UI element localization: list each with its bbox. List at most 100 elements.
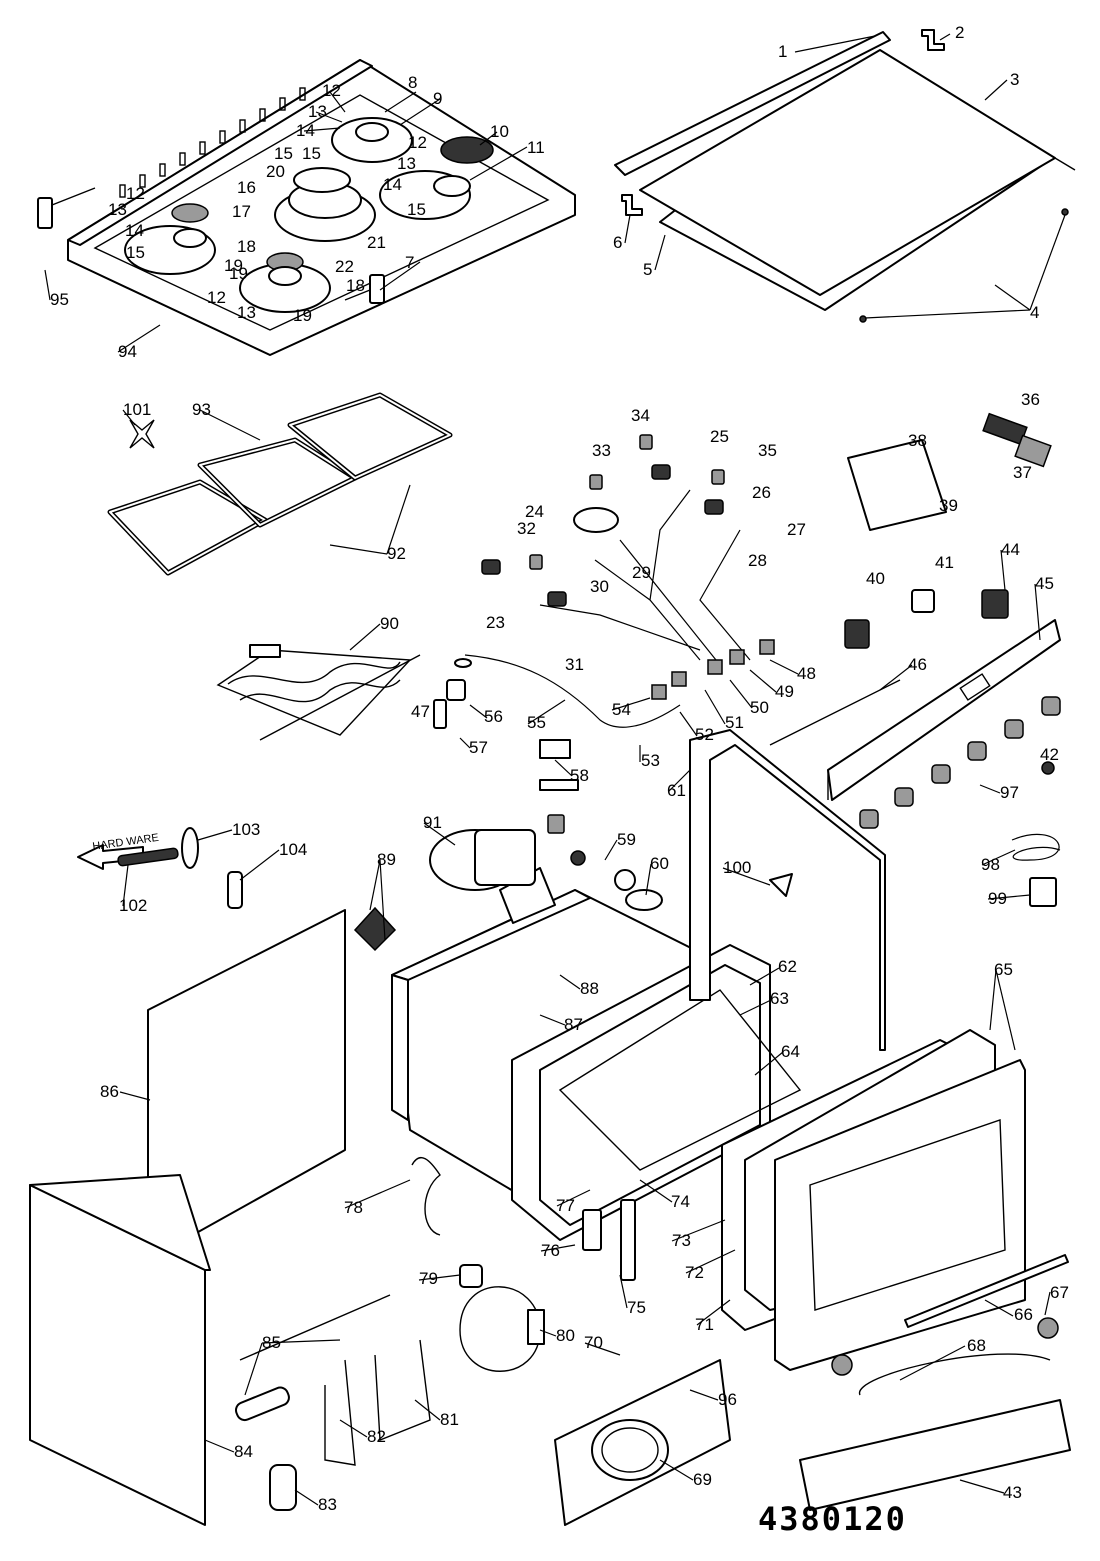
part-number-55: 55 (527, 713, 546, 732)
part-number-88: 88 (580, 979, 599, 998)
leader-line (995, 969, 1016, 1051)
leader-line (122, 864, 129, 907)
leader-line (696, 1299, 731, 1326)
leader-line (459, 737, 471, 749)
part-number-51: 51 (725, 713, 744, 732)
leader-line (984, 1299, 1014, 1317)
leader-line (939, 33, 951, 41)
leader-line (414, 1399, 441, 1421)
leader-line (668, 769, 691, 792)
part-number-52: 52 (695, 725, 714, 744)
leader-line (879, 664, 913, 691)
leader-line (645, 863, 652, 896)
part-number-100: 100 (723, 858, 751, 877)
part-number-86: 86 (100, 1082, 119, 1101)
misc-parts (411, 434, 793, 1345)
part-number-64: 64 (781, 1042, 800, 1061)
leader-line (539, 1329, 557, 1337)
leader-line (611, 697, 651, 711)
leader-line (469, 146, 528, 181)
part-number-2: 2 (955, 23, 964, 42)
leader-line (197, 829, 233, 841)
part-number-8: 8 (408, 73, 417, 92)
leader-line (984, 79, 1008, 101)
part-number-65: 65 (994, 960, 1013, 979)
part-number-46: 46 (908, 655, 927, 674)
leader-line (619, 1274, 628, 1309)
part-number-labels: 1 2 3 4 5 6 7 8 9 10 11 12 13 14 15 16 1… (50, 23, 1069, 1514)
part-number-103: 103 (232, 820, 260, 839)
part-number-48: 48 (797, 664, 816, 683)
part-number-76: 76 (541, 1241, 560, 1260)
part-number-101: 101 (123, 400, 151, 419)
part-number-56: 56 (484, 707, 503, 726)
leader-line (329, 544, 388, 555)
leader-line (199, 409, 261, 441)
leader-line (722, 867, 771, 886)
drawing-number: 4380120 (758, 1500, 907, 1538)
leader-line (117, 324, 161, 353)
leader-line (303, 127, 341, 132)
grill-element (216, 644, 421, 741)
part-number-50: 50 (750, 698, 769, 717)
leader-line (981, 849, 1016, 866)
leader-line (994, 284, 1031, 311)
part-number-13-d: 13 (237, 303, 256, 322)
part-number-5: 5 (643, 260, 652, 279)
leader-line (685, 1249, 736, 1274)
part-number-66: 66 (1014, 1305, 1033, 1324)
part-number-15: 15 (302, 144, 321, 163)
leader-line (379, 859, 386, 941)
leader-line (244, 1342, 263, 1396)
leader-line (399, 98, 441, 126)
leader-line (349, 623, 381, 651)
part-number-38: 38 (908, 431, 927, 450)
part-number-43: 43 (1003, 1483, 1022, 1502)
part-number-83: 83 (318, 1495, 337, 1514)
part-number-1: 1 (778, 42, 787, 61)
part-number-12-b: 12 (408, 133, 427, 152)
leader-line (749, 669, 777, 693)
part-number-31: 31 (565, 655, 584, 674)
leader-line (527, 699, 566, 725)
part-number-96: 96 (718, 1390, 737, 1409)
part-number-45: 45 (1035, 574, 1054, 593)
leader-line (987, 894, 1031, 900)
leader-line (1034, 583, 1041, 641)
part-number-14: 14 (296, 121, 315, 140)
leader-line (540, 1244, 576, 1252)
part-number-77: 77 (556, 1196, 575, 1215)
leader-line (386, 484, 411, 555)
leader-line (979, 784, 1001, 794)
oven-cavity (391, 867, 802, 1241)
part-number-26: 26 (752, 483, 771, 502)
leader-line (989, 969, 997, 1031)
part-number-18-b: 18 (346, 276, 365, 295)
part-number-19-c: 19 (229, 264, 248, 283)
part-number-85: 85 (262, 1333, 281, 1352)
part-number-82: 82 (367, 1427, 386, 1446)
part-number-14-c: 14 (125, 221, 144, 240)
part-number-3: 3 (1010, 70, 1019, 89)
leader-line (754, 1051, 784, 1076)
part-number-17: 17 (232, 202, 251, 221)
part-number-23: 23 (486, 613, 505, 632)
part-number-92: 92 (387, 544, 406, 563)
part-number-53: 53 (641, 751, 660, 770)
part-number-79: 79 (419, 1269, 438, 1288)
leader-line (379, 261, 421, 291)
part-number-29: 29 (632, 563, 651, 582)
leader-line (769, 659, 799, 675)
part-number-19-b: 19 (293, 306, 312, 325)
part-number-10: 10 (490, 122, 509, 141)
leader-line (899, 1345, 966, 1381)
part-number-24: 24 (525, 502, 544, 521)
leader-line (794, 35, 876, 53)
leader-line (604, 839, 618, 861)
part-number-49: 49 (775, 682, 794, 701)
leader-line (469, 704, 488, 719)
leader-line (384, 91, 417, 113)
part-number-20: 20 (266, 162, 285, 181)
part-number-104: 104 (279, 840, 307, 859)
